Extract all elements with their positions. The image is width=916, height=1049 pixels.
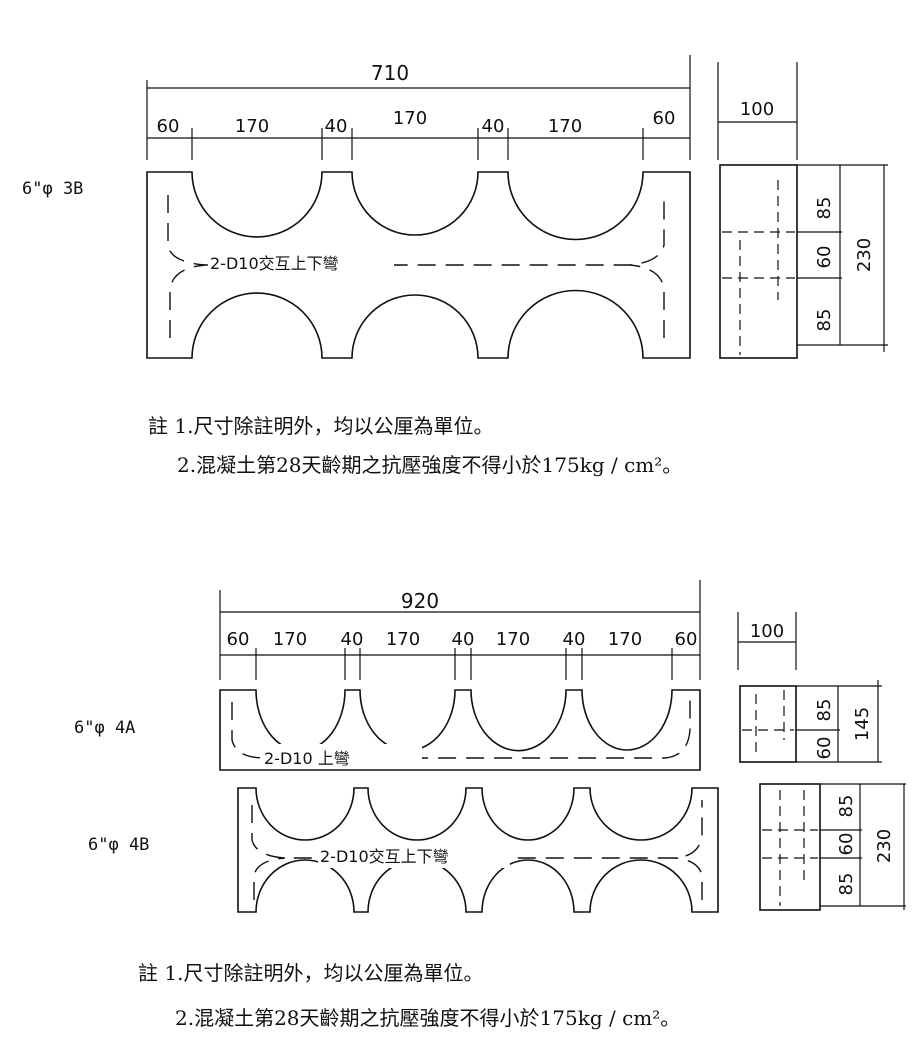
block-3b-seg-dim: 170	[393, 108, 427, 129]
block-3b-seg-dim: 60	[653, 108, 676, 129]
block-3b-seg-dim: 40	[325, 116, 348, 137]
block-4a-seg-dim: 60	[227, 629, 250, 650]
block-3b-side-dim: 100	[740, 99, 774, 120]
block-4a-seg-dim: 40	[452, 629, 475, 650]
block-3b-drawing: 6"φ 3B 710 60 170 40 170 40 170 60 2-D10…	[22, 55, 888, 359]
block-4b-total-height: 230	[874, 829, 895, 863]
block-4a-total-height: 145	[852, 707, 873, 741]
note-2-line1: 註 1.尺寸除註明外，均以公厘為單位。	[138, 961, 483, 985]
block-4b-height-dim: 85	[836, 795, 857, 818]
block-4a-seg-dim: 170	[273, 629, 307, 650]
block-4b-label: 6"φ 4B	[88, 835, 149, 855]
block-3b-height-dim: 60	[814, 246, 835, 269]
block-4b-height-dim: 85	[836, 873, 857, 896]
block-3b-overall-dim: 710	[371, 61, 409, 85]
block-4a-overall-dim: 920	[401, 589, 439, 613]
block-3b-seg-dim: 170	[548, 116, 582, 137]
block-3b-label: 6"φ 3B	[22, 179, 83, 199]
block-4a-seg-dim: 170	[386, 629, 420, 650]
block-4a-height-dim: 85	[814, 699, 835, 722]
block-3b-seg-dim: 60	[157, 116, 180, 137]
block-4a-seg-dim: 40	[341, 629, 364, 650]
block-4a-seg-dim: 170	[608, 629, 642, 650]
block-4a-label: 6"φ 4A	[74, 718, 135, 738]
block-4a-seg-dim: 170	[496, 629, 530, 650]
block-3b-total-height: 230	[854, 238, 875, 272]
block-3b-seg-dim: 40	[482, 116, 505, 137]
block-3b-height-dim: 85	[814, 309, 835, 332]
block-3b-height-dim: 85	[814, 197, 835, 220]
block-4a-drawing: 6"φ 4A 920 60 170 40 170 40 170 40 170 6…	[74, 580, 882, 771]
block-4a-seg-dim: 40	[563, 629, 586, 650]
note-1-line2: 2.混凝土第28天齡期之抗壓強度不得小於175kg / cm²。	[177, 453, 682, 477]
block-4a-rebar-label: 2-D10 上彎	[264, 749, 350, 768]
block-4b-height-dim: 60	[836, 833, 857, 856]
block-3b-rebar-label: 2-D10交互上下彎	[210, 254, 339, 273]
note-2-line2: 2.混凝土第28天齡期之抗壓強度不得小於175kg / cm²。	[175, 1006, 680, 1030]
note-1-line1: 註 1.尺寸除註明外，均以公厘為單位。	[148, 414, 493, 438]
block-4b-rebar-label: 2-D10交互上下彎	[320, 847, 449, 866]
block-4a-height-dim: 60	[814, 737, 835, 760]
block-4a-seg-dim: 60	[675, 629, 698, 650]
block-3b-seg-dim: 170	[235, 116, 269, 137]
block-4a-side-dim: 100	[750, 621, 784, 642]
block-4b-drawing: 6"φ 4B 2-D10交互上下彎 85 60 85 230	[88, 783, 906, 913]
